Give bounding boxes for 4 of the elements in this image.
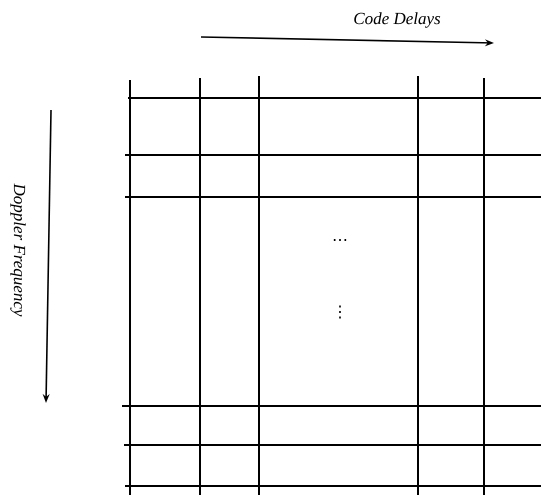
axis-title: Doppler Frequency	[10, 183, 26, 316]
axis-title: Code Delays	[354, 12, 440, 28]
ellipsis-symbol: ⋮	[339, 306, 341, 318]
ellipsis-symbol: ⋯	[334, 239, 346, 241]
